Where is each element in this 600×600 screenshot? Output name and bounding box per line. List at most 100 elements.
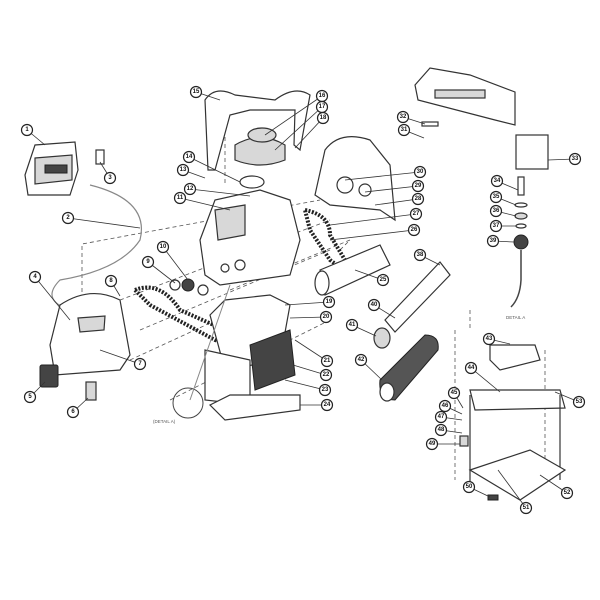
callout-34: 34 [490, 174, 519, 191]
callout-number: 33 [572, 156, 579, 162]
leader-line [470, 367, 501, 393]
callout-9: 9 [141, 255, 176, 284]
callout-number: 31 [401, 127, 408, 133]
callout-number: 42 [358, 357, 365, 363]
callout-number: 40 [371, 302, 378, 308]
callout-circle [489, 219, 503, 233]
leader-line [344, 171, 421, 181]
top-right-cover [414, 67, 516, 126]
callout-circle [425, 437, 439, 451]
callout-circle [141, 255, 155, 269]
callout-29: 29 [364, 179, 425, 193]
callout-circle [413, 165, 427, 179]
callout-52: 52 [539, 474, 574, 500]
callout-number: 43 [486, 336, 493, 342]
callout-12: 12 [183, 182, 251, 197]
leader-line [274, 106, 323, 151]
callout-23: 23 [284, 379, 332, 397]
pulley-41 [373, 327, 391, 349]
callout-number: 24 [324, 402, 331, 408]
callout-51: 51 [497, 469, 533, 515]
callout-4: 4 [28, 270, 71, 321]
callout-circle [28, 270, 42, 284]
callout-circle [183, 182, 197, 196]
power-supply [24, 141, 79, 196]
callout-5: 5 [23, 381, 46, 404]
callout-number: 12 [187, 186, 194, 192]
callout-circle [176, 163, 190, 177]
callout-number: 38 [417, 252, 424, 258]
leader-line [284, 379, 326, 391]
callout-circle [489, 190, 503, 204]
callout-number: 46 [442, 403, 449, 409]
callout-circle [572, 395, 586, 409]
callout-circle [23, 390, 37, 404]
callout-number: 5 [28, 394, 32, 400]
callout-8: 8 [104, 274, 121, 297]
callout-number: 50 [466, 484, 473, 490]
callout-28: 28 [374, 192, 425, 206]
callout-42: 42 [354, 353, 383, 381]
callout-number: 25 [380, 277, 387, 283]
callout-circle [322, 295, 336, 309]
callout-45: 45 [447, 386, 464, 409]
leader-line [179, 197, 231, 211]
connector [39, 364, 59, 388]
leader-line [329, 213, 417, 226]
plug [85, 381, 97, 401]
callout-number: 30 [417, 169, 424, 175]
callout-circle [367, 298, 381, 312]
callout-number: 14 [186, 154, 193, 160]
brush-roller [379, 334, 439, 402]
callout-circle [376, 273, 390, 287]
callout-number: 18 [320, 115, 327, 121]
callout-circle [133, 357, 147, 371]
callout-circle [189, 85, 203, 99]
callout-46: 46 [438, 399, 463, 415]
callout-circle [319, 368, 333, 382]
callout-43: 43 [482, 332, 511, 346]
callout-25: 25 [354, 269, 390, 287]
callout-number: 1 [25, 127, 29, 133]
callout-33: 33 [547, 152, 582, 166]
callout-circle [434, 410, 448, 424]
callout-number: 13 [180, 167, 187, 173]
callout-36: 36 [489, 204, 517, 218]
callout-number: 49 [429, 441, 436, 447]
callout-number: 15 [193, 89, 200, 95]
callout-circle [438, 399, 452, 413]
leader-line [364, 185, 419, 193]
callout-circle [447, 386, 461, 400]
callout-15: 15 [189, 85, 221, 101]
callout-circle [345, 318, 359, 332]
callout-50: 50 [462, 480, 491, 498]
callout-6: 6 [66, 397, 89, 419]
callout-circle [156, 240, 170, 254]
leader-line [294, 339, 328, 362]
callout-number: 28 [415, 196, 422, 202]
callout-number: 39 [490, 238, 497, 244]
callout-number: 11 [177, 195, 184, 201]
callout-19: 19 [284, 295, 336, 309]
callout-7: 7 [99, 349, 147, 371]
callout-circle [104, 274, 118, 288]
detail-a-label-right: DETAIL A [506, 315, 526, 320]
callout-40: 40 [367, 298, 396, 319]
callout-circle [319, 310, 333, 324]
callout-2: 2 [61, 211, 141, 229]
callout-number: 27 [413, 211, 420, 217]
callout-number: 53 [576, 399, 583, 405]
callout-21: 21 [294, 339, 334, 368]
callout-number: 37 [493, 223, 500, 229]
motor-body [199, 189, 301, 286]
callout-number: 22 [323, 372, 330, 378]
leader-line [329, 229, 415, 241]
callout-circle [397, 123, 411, 137]
callout-47: 47 [434, 410, 463, 424]
callout-circle [411, 192, 425, 206]
callout-circle [568, 152, 582, 166]
detail-a-label-left: (DETAIL A) [153, 419, 176, 424]
callout-number: 47 [438, 414, 445, 420]
